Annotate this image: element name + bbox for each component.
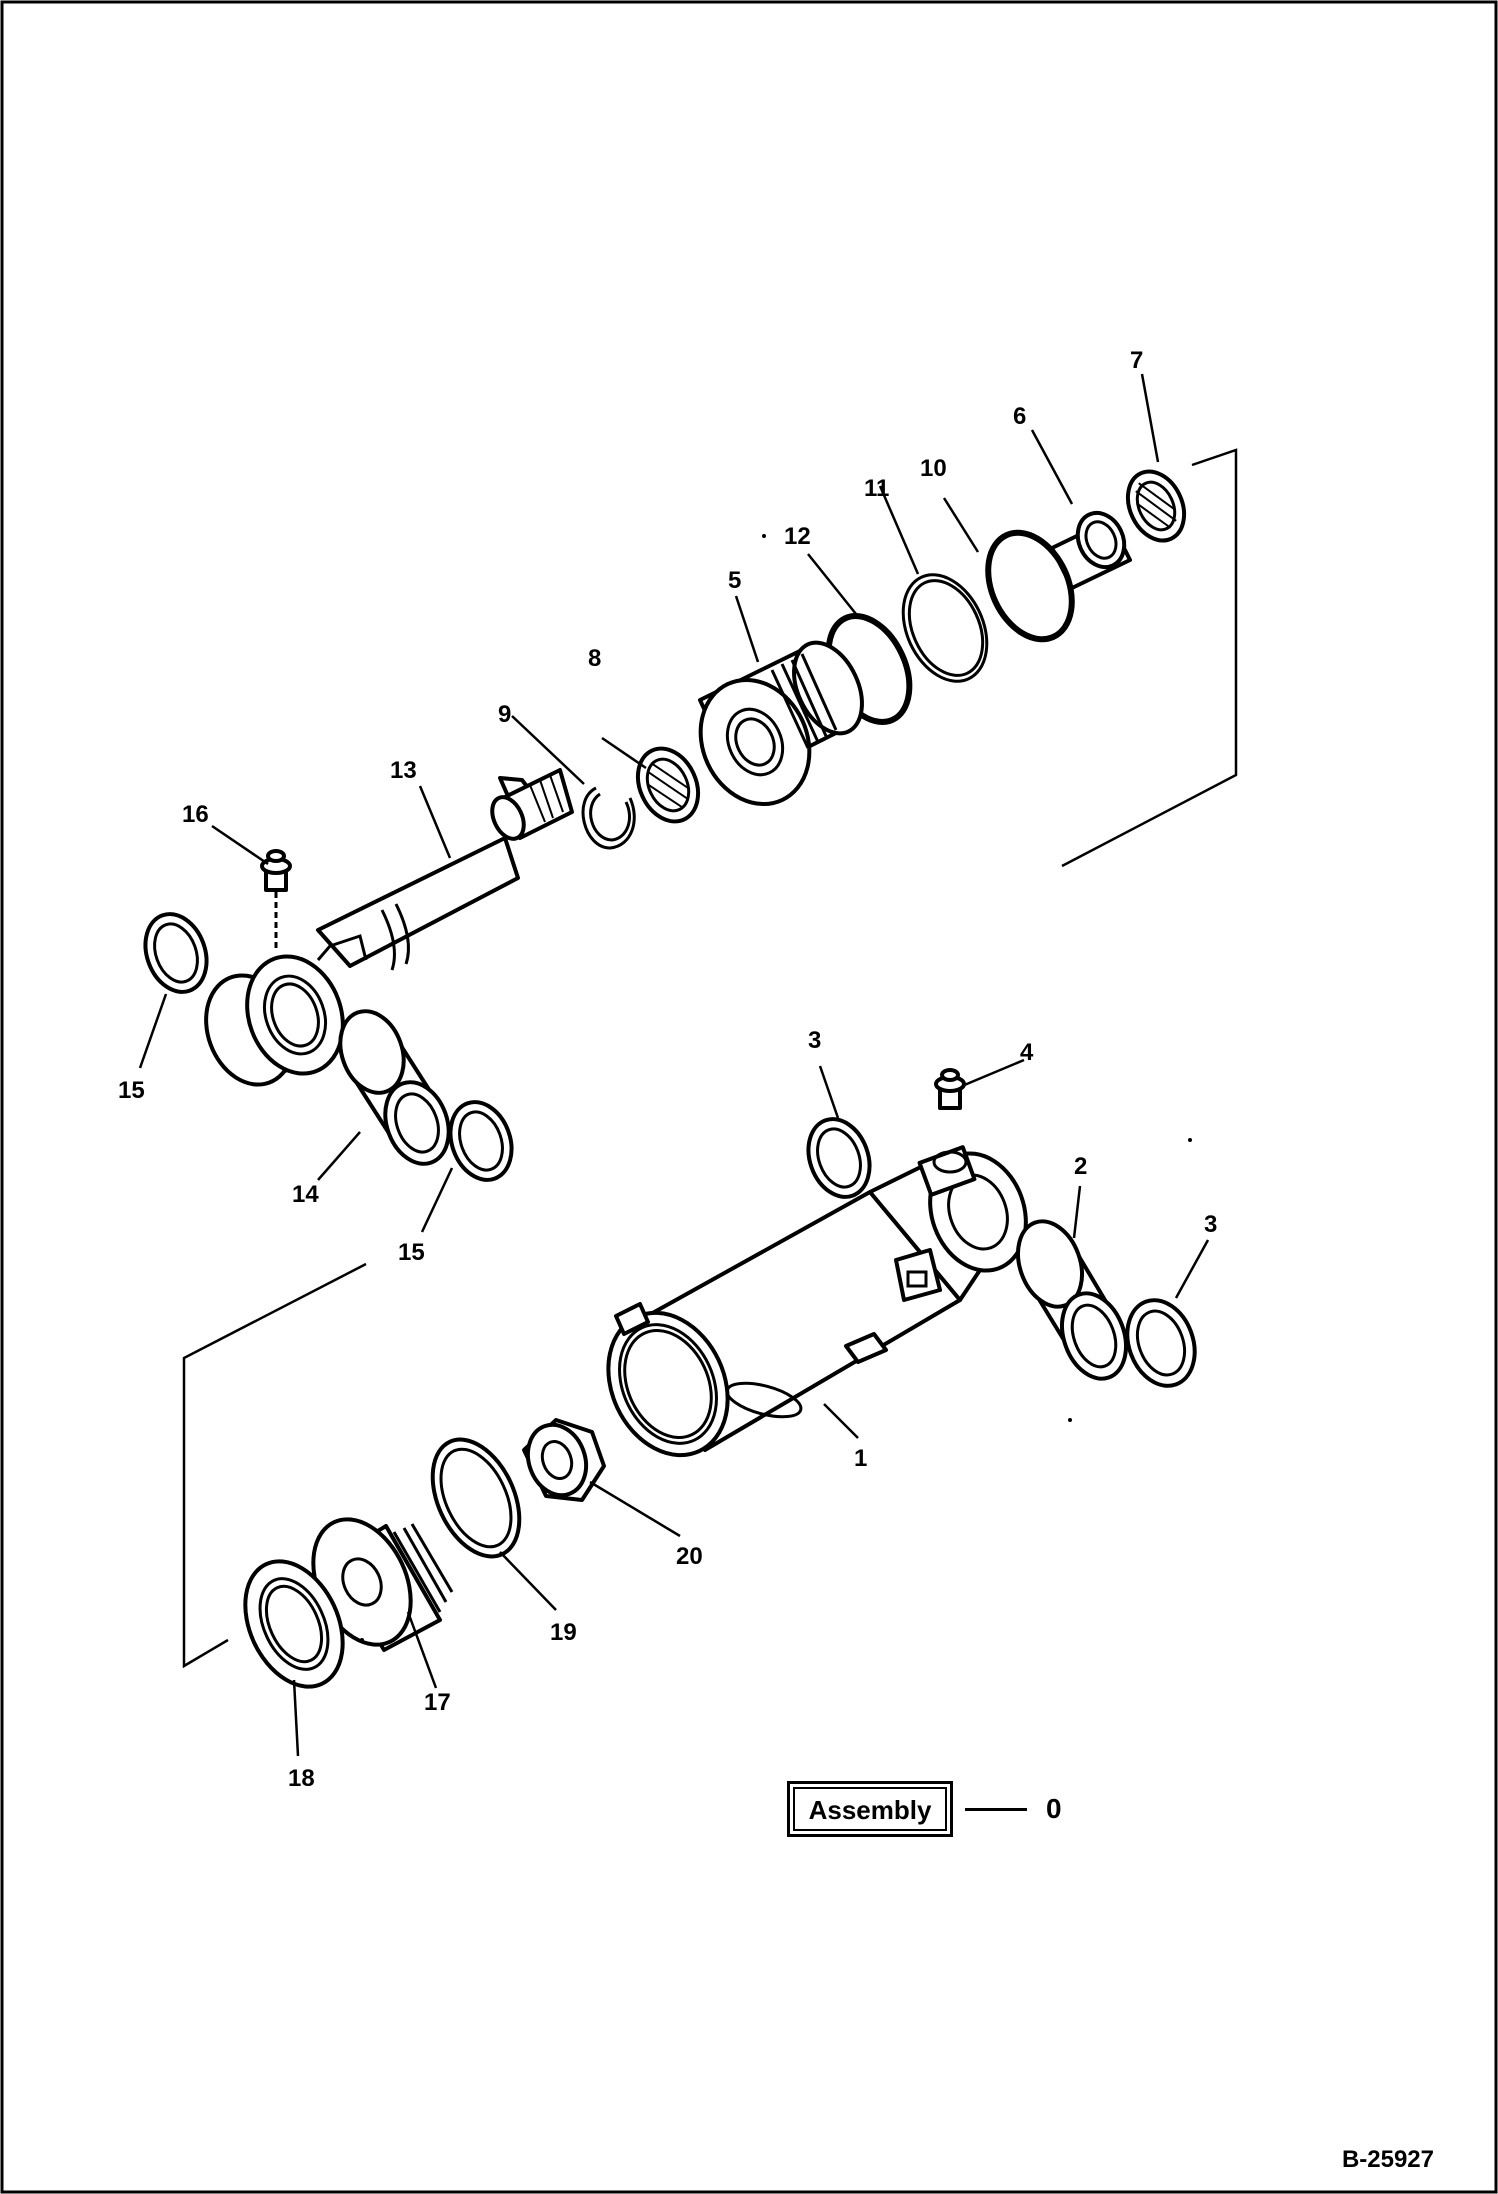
part-13-piston-rod — [316, 768, 574, 971]
part-15-seal-ring-left — [143, 912, 209, 994]
part-18-gland — [243, 1559, 345, 1689]
leader-lines — [138, 373, 1210, 1757]
part-3-seal-ring-upper — [806, 1117, 872, 1199]
callout-6: 6 — [1013, 403, 1026, 430]
lower-group-bracket — [182, 1262, 367, 1669]
part-11-ring — [901, 573, 989, 683]
callout-1: 1 — [854, 1445, 867, 1472]
part-2-bushing — [1016, 1219, 1128, 1381]
assembly-legend-box: Assembly — [787, 1781, 953, 1837]
callout-18: 18 — [288, 1765, 315, 1792]
part-10-ring — [985, 529, 1075, 643]
part-16-grease-fitting — [260, 849, 292, 948]
callout-14: 14 — [292, 1181, 319, 1208]
assembly-label: Assembly — [808, 1795, 932, 1825]
callout-numbers: 7 6 10 11 12 5 8 9 13 16 15 14 15 3 4 2 … — [118, 347, 1217, 1792]
callout-10: 10 — [920, 455, 947, 482]
drawing-id: B-25927 — [1341, 2146, 1434, 2173]
callout-15-left: 15 — [118, 1077, 145, 1104]
callout-4: 4 — [1020, 1039, 1034, 1066]
callout-15-right: 15 — [398, 1239, 425, 1266]
part-9-snap-ring — [581, 786, 636, 850]
callout-7: 7 — [1130, 347, 1143, 374]
callout-12: 12 — [784, 523, 811, 550]
assembly-leader-dash — [965, 1808, 1027, 1811]
part-7-bushing — [1125, 469, 1187, 543]
callout-17: 17 — [424, 1689, 451, 1716]
part-14-bushing — [338, 1009, 451, 1166]
callout-5: 5 — [728, 567, 741, 594]
rod-eye — [204, 934, 368, 1087]
part-4-grease-fitting — [934, 1068, 966, 1110]
upper-group-bracket — [1061, 448, 1238, 868]
callout-13: 13 — [390, 757, 417, 784]
part-20-nut — [522, 1418, 606, 1502]
callout-11: 11 — [864, 475, 889, 502]
part-1-cylinder-tube — [606, 1145, 1028, 1458]
assembly-number: 0 — [1046, 1793, 1062, 1824]
part-19-ring — [430, 1437, 522, 1559]
callout-2: 2 — [1074, 1153, 1087, 1180]
callout-9: 9 — [498, 701, 511, 728]
callout-20: 20 — [676, 1543, 703, 1570]
callout-8: 8 — [588, 645, 601, 672]
part-5-piston — [698, 640, 864, 807]
callout-3-upper: 3 — [808, 1027, 821, 1054]
callout-16: 16 — [182, 801, 209, 828]
callout-19: 19 — [550, 1619, 577, 1646]
part-8-bushing — [635, 746, 701, 824]
part-3-seal-ring-lower — [1125, 1298, 1197, 1388]
callout-3-lower: 3 — [1204, 1211, 1217, 1238]
part-15-seal-ring-right — [448, 1100, 514, 1182]
